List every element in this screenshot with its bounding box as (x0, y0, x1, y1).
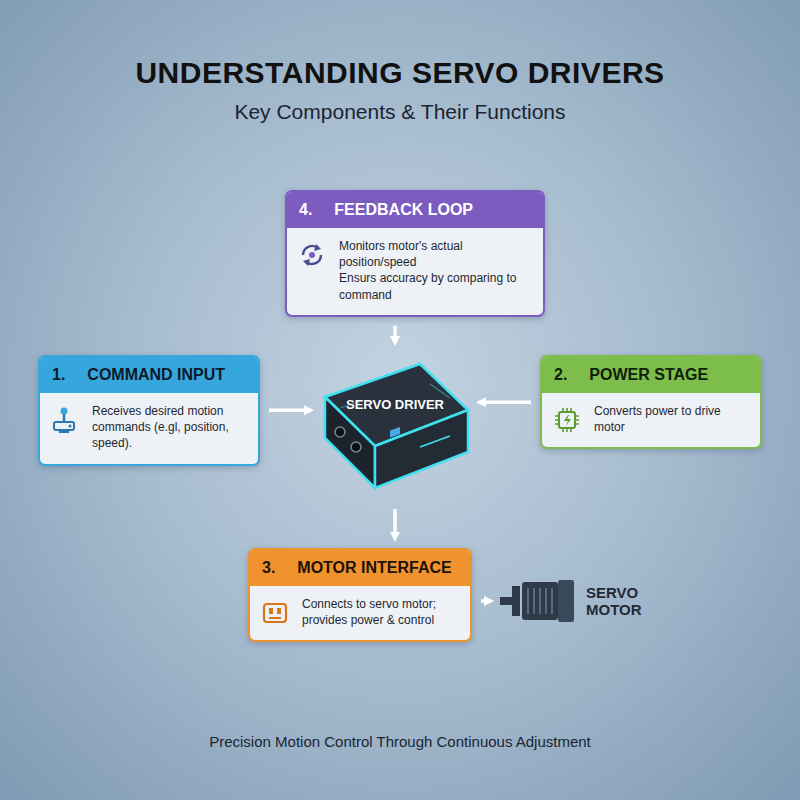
description-text: Receives desired motion commands (e.gl, … (92, 403, 248, 452)
driver-housing (320, 352, 470, 500)
description-line: Connects to servo motor; provides power … (302, 596, 460, 628)
component-body: Receives desired motion commands (e.gl, … (40, 393, 258, 464)
description-line: Converts power to drive motor (594, 403, 750, 435)
servo-motor: SERVO MOTOR (500, 578, 656, 624)
diagram-title: UNDERSTANDING SERVO DRIVERS (0, 56, 800, 90)
component-title: POWER STAGE (589, 366, 708, 384)
component-icon (552, 405, 582, 435)
subtitle-label: Key Components & Their Functions (0, 100, 800, 124)
diagram-caption: Precision Motion Control Through Continu… (0, 733, 800, 750)
callout-number: 4. (299, 201, 312, 219)
component-title: MOTOR INTERFACE (297, 559, 451, 577)
component-box: 2. POWER STAGE Converts power to drive mot… (540, 355, 762, 449)
component-icon (297, 240, 327, 270)
description-text: Converts power to drive motor (594, 403, 750, 435)
component-header: 2. POWER STAGE (542, 357, 760, 393)
component-header: 1. COMMAND INPUT (40, 357, 258, 393)
servo-driver: SERVO DRIVER (320, 352, 470, 500)
component-header: 4. FEEDBACK LOOP (287, 192, 543, 228)
description-text: Connects to servo motor; provides power … (302, 596, 460, 628)
component-icon (260, 598, 290, 628)
component-body: Monitors motor's actual position/speedEn… (287, 228, 543, 315)
description-line: Monitors motor's actual position/speed (339, 238, 533, 270)
component-title: COMMAND INPUT (87, 366, 225, 384)
component-title: FEEDBACK LOOP (334, 201, 473, 219)
flow-arrow (481, 599, 491, 603)
component-box: 3. MOTOR INTERFACE Connects to servo motor… (248, 548, 472, 642)
component-body: Converts power to drive motor (542, 393, 760, 447)
callout-number: 1. (52, 366, 65, 384)
description-line: Ensurs accuracy by comparing to command (339, 270, 533, 302)
component-icon (50, 405, 80, 435)
motor-icon (500, 578, 576, 624)
flow-arrow (479, 400, 531, 404)
flow-arrow (393, 326, 397, 343)
callout-number: 3. (262, 559, 275, 577)
motor-label: SERVO MOTOR (586, 584, 656, 619)
flow-arrow (393, 509, 397, 539)
driver-label: SERVO DRIVER (320, 397, 470, 412)
description-line: Receives desired motion commands (e.gl, … (92, 403, 248, 452)
component-box: 4. FEEDBACK LOOP Monitors motor's actual p… (285, 190, 545, 317)
component-body: Connects to servo motor; provides power … (250, 586, 470, 640)
callout-number: 2. (554, 366, 567, 384)
component-box: 1. COMMAND INPUT Receives desired motion c… (38, 355, 260, 466)
description-text: Monitors motor's actual position/speedEn… (339, 238, 533, 303)
flow-arrow (269, 409, 311, 413)
component-header: 3. MOTOR INTERFACE (250, 550, 470, 586)
